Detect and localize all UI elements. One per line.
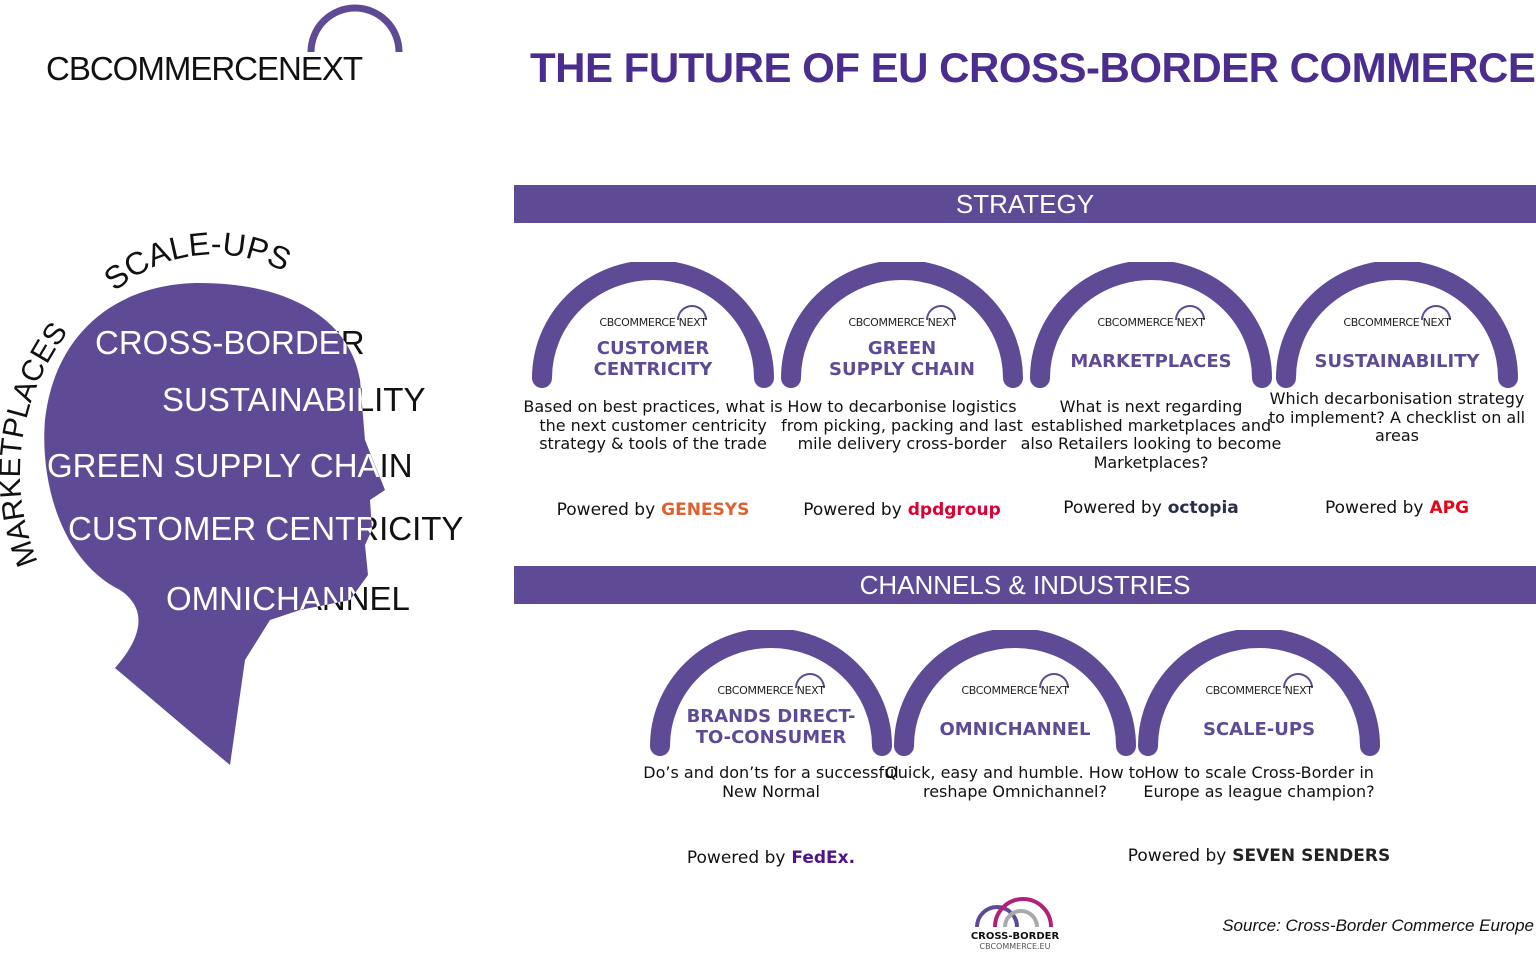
powered-by-label: Powered by xyxy=(1127,846,1227,866)
powered-by-label: Powered by xyxy=(686,848,786,868)
word-green-supply-chain: GREEN SUPPLY CHAIN xyxy=(47,447,413,484)
card-description: Based on best practices, what is the nex… xyxy=(523,397,783,453)
sponsor-logo: GENESYS xyxy=(661,500,750,520)
card-title-line: SUPPLY CHAIN xyxy=(829,359,975,380)
page-title: THE FUTURE OF EU CROSS-BORDER COMMERCE xyxy=(530,44,1536,91)
word-omnichannel: OMNICHANNEL xyxy=(166,580,410,617)
word-cross-border: CROSS-BORDER xyxy=(95,324,365,361)
card-title-line: BRANDS DIRECT- xyxy=(686,706,856,727)
cross-border-arcs-icon xyxy=(975,897,1053,928)
cbcommerce-next-mini-logo: CBCOMMERCE NEXT xyxy=(1205,684,1313,697)
card-title-line: MARKETPLACES xyxy=(1070,351,1232,372)
card-description: How to decarbonise logistics from pickin… xyxy=(781,397,1023,453)
card-title: OMNICHANNEL xyxy=(890,719,1140,740)
sponsor-logo: octopia xyxy=(1167,498,1239,518)
source-note: Source: Cross-Border Commerce Europe xyxy=(1222,916,1534,935)
card-description: Quick, easy and humble. How to reshape O… xyxy=(885,763,1145,801)
strategy-banner: STRATEGY xyxy=(514,185,1536,223)
arc-icon xyxy=(1030,262,1272,388)
arc-icon xyxy=(894,630,1136,756)
powered-by-label: Powered by xyxy=(1063,498,1162,518)
card-title-line: SCALE-UPS xyxy=(1202,719,1316,740)
arc-icon xyxy=(532,262,774,388)
card-title: BRANDS DIRECT-TO-CONSUMER xyxy=(646,706,896,748)
cross-border-logo-text: CROSS-BORDER xyxy=(970,931,1060,942)
cross-border-logo: CROSS-BORDER CBCOMMERCE.EU xyxy=(965,893,1065,951)
word-customer-centricity: CUSTOMER CENTRICITY xyxy=(68,510,463,547)
card-title: SUSTAINABILITY xyxy=(1272,351,1522,372)
card-title-line: TO-CONSUMER xyxy=(695,727,847,748)
cbcommerce-next-mini-logo: CBCOMMERCE NEXT xyxy=(717,684,825,697)
head-illustration: SCALE-UPS MARKETPLACES CROSS-BORDER SUST… xyxy=(0,230,463,765)
sponsor-logo: dpdgroup xyxy=(907,500,1001,520)
cbcommerce-next-mini-logo: CBCOMMERCE NEXT xyxy=(848,316,956,329)
logo-next: NEXT xyxy=(278,50,363,87)
arc-icon xyxy=(1276,262,1518,388)
card-title-line: SUSTAINABILITY xyxy=(1314,351,1480,372)
cbcommerce-next-mini-logo: CBCOMMERCE NEXT xyxy=(1343,316,1451,329)
card-title-line: CUSTOMER xyxy=(596,338,710,359)
arc-icon xyxy=(1138,630,1380,756)
sponsor-logo: APG xyxy=(1429,498,1470,518)
cbcommerce-next-mini-logo: CBCOMMERCE NEXT xyxy=(1097,316,1205,329)
card-description: How to scale Cross-Border in Europe as l… xyxy=(1143,763,1375,801)
card-title-line: GREEN xyxy=(867,338,937,359)
powered-by-label: Powered by xyxy=(556,500,656,520)
cbcommerce-eu-text: CBCOMMERCE.EU xyxy=(979,942,1051,951)
logo-arc-icon xyxy=(307,4,403,53)
card-description: Which decarbonisation strategy to implem… xyxy=(1268,389,1526,445)
arc-icon xyxy=(650,630,892,756)
head-silhouette xyxy=(44,283,386,765)
card-description: Do’s and don’ts for a successful New Nor… xyxy=(643,763,899,801)
card-description: What is next regarding established marke… xyxy=(1020,397,1282,472)
card-title-line: OMNICHANNEL xyxy=(939,719,1091,740)
cbcommerce-next-mini-logo: CBCOMMERCE NEXT xyxy=(599,316,707,329)
cbcommerce-next-mini-logo: CBCOMMERCE NEXT xyxy=(961,684,1069,697)
sponsor-logo: SEVEN SENDERS xyxy=(1232,846,1391,866)
powered-by-label: Powered by xyxy=(1324,498,1424,518)
powered-by-label: Powered by xyxy=(803,500,902,520)
sponsor-logo: FedEx. xyxy=(791,848,856,868)
logo-cb: CBCOMMERCE xyxy=(46,50,279,87)
cbcommerce-next-logo: CBCOMMERCENEXT xyxy=(46,4,403,88)
card-title: SCALE-UPS xyxy=(1134,719,1384,740)
arc-icon xyxy=(781,262,1023,388)
word-sustainability: SUSTAINABILITY xyxy=(162,381,425,418)
card-title-line: CENTRICITY xyxy=(593,359,713,380)
channels-industries-banner: CHANNELS & INDUSTRIES xyxy=(514,566,1536,604)
card-title: MARKETPLACES xyxy=(1026,351,1276,372)
